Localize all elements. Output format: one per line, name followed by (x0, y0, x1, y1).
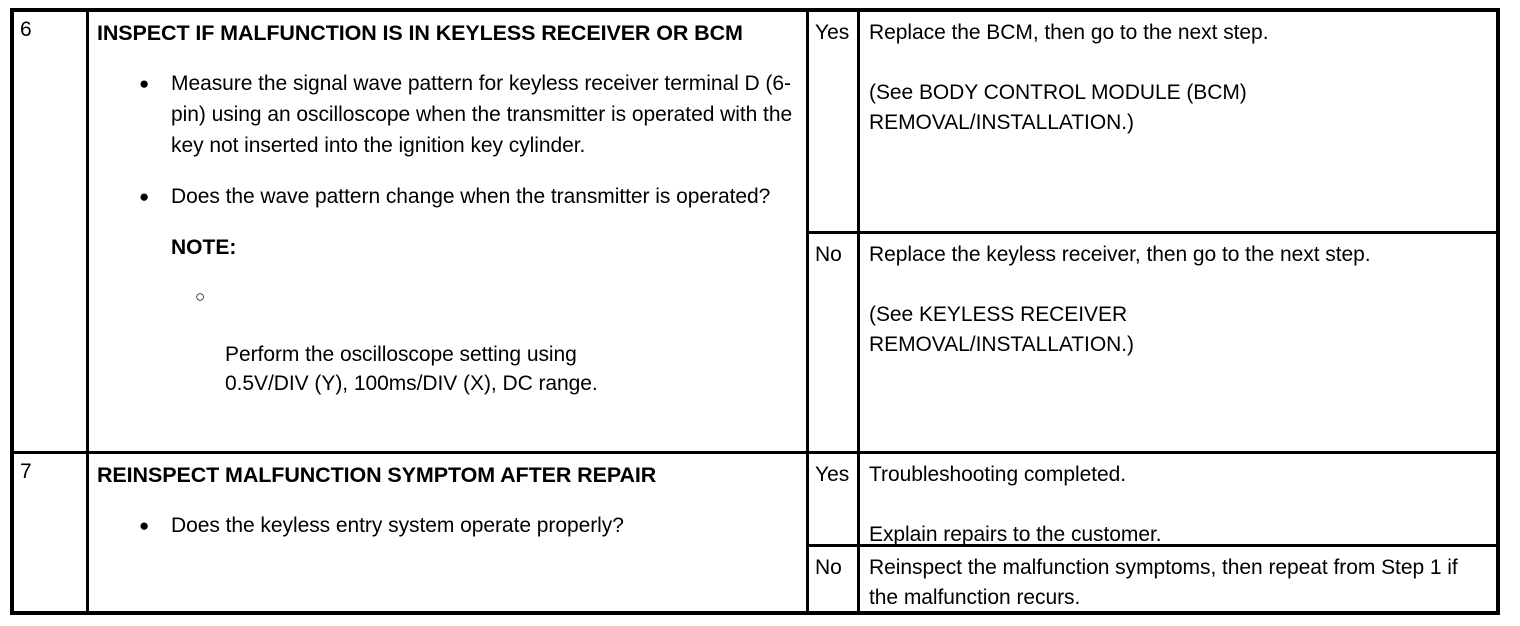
step-number-cell: 7 (14, 454, 86, 611)
step-number: 7 (20, 460, 32, 483)
result-block-no: No Replace the keyless receiver, then go… (809, 231, 1496, 451)
inspection-title: REINSPECT MALFUNCTION SYMPTOM AFTER REPA… (97, 463, 657, 487)
answer-label-yes: Yes (815, 463, 850, 486)
list-item-text: Measure the signal wave pattern for keyl… (171, 72, 793, 157)
result-paragraph: Troubleshooting completed. (869, 463, 1127, 486)
step-number: 6 (20, 18, 32, 41)
answer-label-no: No (815, 243, 842, 266)
inspection-description-cell: REINSPECT MALFUNCTION SYMPTOM AFTER REPA… (86, 454, 806, 611)
results-cell: Yes Troubleshooting completed. Explain r… (806, 454, 1496, 611)
result-paragraph: Explain repairs to the customer. (869, 523, 1162, 545)
answer-label-no: No (815, 556, 842, 580)
result-block-yes: Yes Replace the BCM, then go to the next… (809, 12, 1496, 231)
inspection-description-cell: INSPECT IF MALFUNCTION IS IN KEYLESS REC… (86, 12, 806, 451)
troubleshooting-table: 6 INSPECT IF MALFUNCTION IS IN KEYLESS R… (10, 8, 1500, 615)
result-block-no: No Reinspect the malfunction symptoms, t… (809, 544, 1496, 611)
results-cell: Yes Replace the BCM, then go to the next… (806, 12, 1496, 451)
step-number-cell: 6 (14, 12, 86, 451)
result-action-text: Troubleshooting completed. Explain repai… (857, 454, 1496, 545)
result-paragraph: (See BODY CONTROL MODULE (BCM) REMOVAL/I… (869, 81, 1247, 134)
filled-bullet-icon: ● (139, 187, 150, 206)
list-item-text: Does the wave pattern change when the tr… (171, 185, 771, 208)
inspection-bullet-list: ● Does the keyless entry system operate … (97, 510, 798, 541)
result-paragraph: Replace the BCM, then go to the next ste… (869, 21, 1269, 44)
list-item-text: Does the keyless entry system operate pr… (171, 514, 624, 537)
result-block-yes: Yes Troubleshooting completed. Explain r… (809, 454, 1496, 545)
result-paragraph: Replace the keyless receiver, then go to… (869, 243, 1371, 266)
inspection-bullet-list: ● Measure the signal wave pattern for ke… (97, 68, 798, 212)
list-item: ● Does the keyless entry system operate … (97, 510, 798, 541)
list-item: ● Does the wave pattern change when the … (97, 181, 798, 212)
note-label: NOTE: (171, 236, 237, 259)
filled-bullet-icon: ● (139, 516, 150, 535)
result-action-text: Replace the keyless receiver, then go to… (857, 234, 1496, 451)
filled-bullet-icon: ● (139, 74, 150, 93)
result-paragraph: Reinspect the malfunction symptoms, then… (869, 556, 1458, 610)
result-action-text: Replace the BCM, then go to the next ste… (857, 12, 1496, 231)
list-item-text: Perform the oscilloscope setting using 0… (225, 343, 598, 395)
result-paragraph: (See KEYLESS RECEIVER REMOVAL/INSTALLATI… (869, 303, 1134, 356)
note-sub-list: ○ Perform the oscilloscope setting using… (97, 282, 798, 398)
list-item: ● Measure the signal wave pattern for ke… (97, 68, 798, 161)
result-action-text: Reinspect the malfunction symptoms, then… (857, 547, 1496, 611)
table-row: 7 REINSPECT MALFUNCTION SYMPTOM AFTER RE… (14, 451, 1496, 611)
inspection-title: INSPECT IF MALFUNCTION IS IN KEYLESS REC… (97, 21, 743, 45)
hollow-bullet-icon: ○ (195, 287, 206, 306)
table-row: 6 INSPECT IF MALFUNCTION IS IN KEYLESS R… (14, 12, 1496, 451)
answer-label-yes: Yes (815, 21, 850, 44)
list-item: ○ Perform the oscilloscope setting using… (97, 282, 798, 398)
